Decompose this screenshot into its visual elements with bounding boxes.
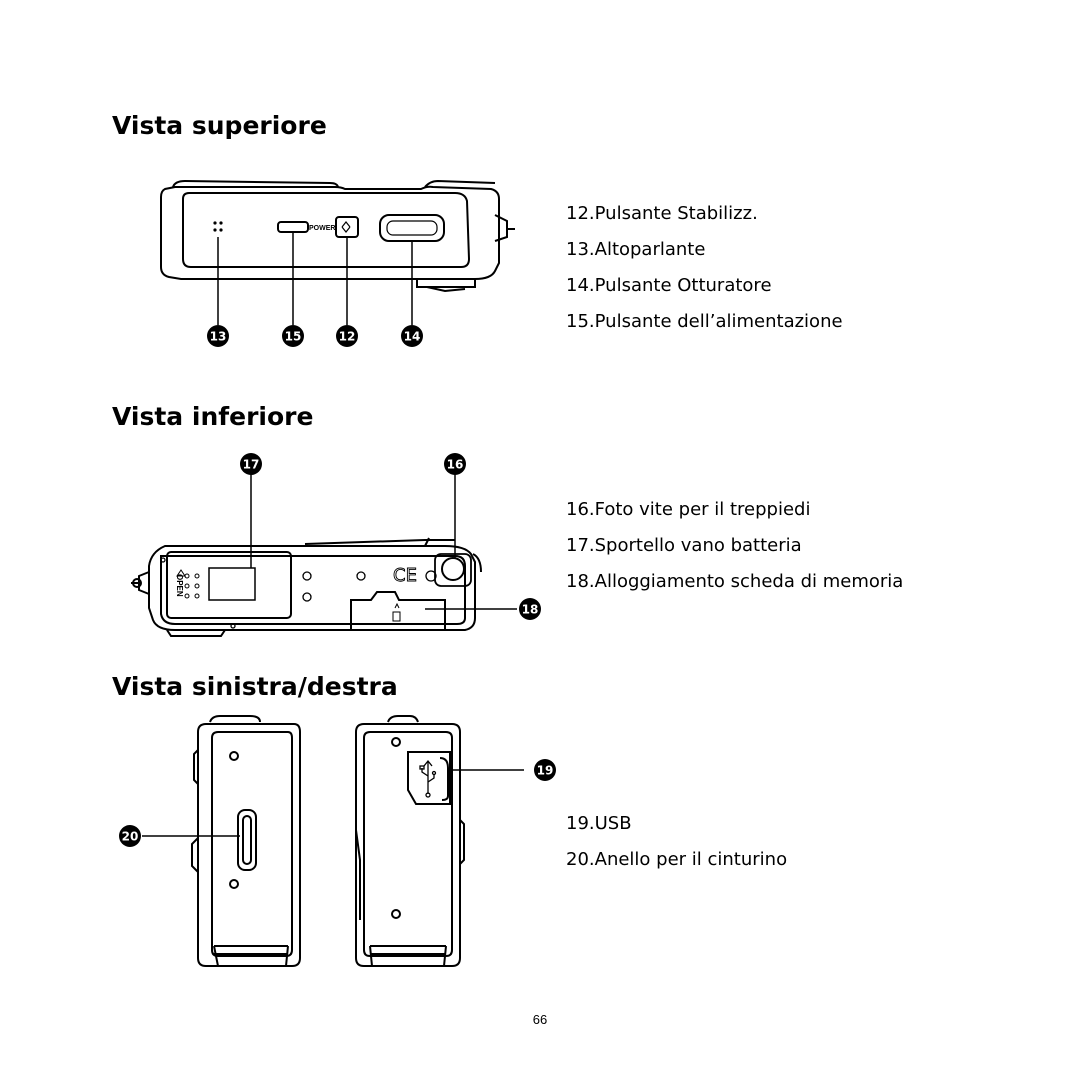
svg-text:20: 20 — [122, 830, 139, 844]
shutter-button — [379, 214, 445, 242]
power-button — [277, 221, 309, 233]
stabilizer-button — [335, 216, 359, 238]
tripod-socket — [441, 557, 465, 581]
camera-bottom-view-figure: OPEN CE 17 16 18 — [131, 453, 541, 637]
callout-18: 18 — [519, 598, 541, 620]
bottom-view-legend: 16.Foto vite per il treppiedi 17.Sportel… — [566, 492, 903, 600]
callout-13: 13 — [207, 325, 229, 347]
top-view-legend: 12.Pulsante Stabilizz. 13.Altoparlante 1… — [566, 196, 843, 340]
callout-17: 17 — [240, 453, 262, 475]
svg-text:17: 17 — [243, 458, 260, 472]
callout-14: 14 — [401, 325, 423, 347]
legend-item: 16.Foto vite per il treppiedi — [566, 499, 811, 520]
callout-20: 20 — [119, 825, 141, 847]
svg-text:16: 16 — [447, 458, 464, 472]
svg-text:14: 14 — [404, 330, 421, 344]
tripod-socket-frame — [434, 553, 472, 587]
usb-icon — [419, 759, 437, 798]
legend-item: 14.Pulsante Otturatore — [566, 275, 772, 296]
memory-card-door — [350, 591, 446, 630]
svg-text:12: 12 — [339, 330, 356, 344]
camera-side-views-figure: 19 20 — [119, 715, 556, 967]
legend-item: 13.Altoparlante — [566, 239, 706, 260]
legend-item: 19.USB — [566, 813, 632, 834]
legend-item: 17.Sportello vano batteria — [566, 535, 802, 556]
ce-mark: CE — [393, 565, 417, 586]
callout-12: 12 — [336, 325, 358, 347]
right-side-view — [355, 715, 465, 967]
svg-text:18: 18 — [522, 603, 539, 617]
open-label: OPEN — [175, 574, 184, 597]
legend-item: 12.Pulsante Stabilizz. — [566, 203, 758, 224]
legend-item: 20.Anello per il cinturino — [566, 849, 788, 870]
callout-19: 19 — [534, 759, 556, 781]
usb-port-cover — [407, 751, 451, 805]
svg-text:15: 15 — [285, 330, 302, 344]
page-number: 66 — [532, 1012, 548, 1027]
speaker-dots — [213, 221, 223, 232]
callout-15: 15 — [282, 325, 304, 347]
svg-text:13: 13 — [210, 330, 227, 344]
camera-top-view-figure: POWER 13 15 12 14 — [160, 179, 515, 347]
section-title-bottom-view: Vista inferiore — [112, 402, 314, 431]
section-title-top-view: Vista superiore — [112, 111, 327, 140]
legend-item: 15.Pulsante dell’alimentazione — [566, 311, 843, 332]
callout-16: 16 — [444, 453, 466, 475]
power-label: POWER — [309, 225, 335, 232]
battery-door — [166, 551, 292, 619]
side-view-legend: 19.USB 20.Anello per il cinturino — [566, 806, 787, 878]
left-side-view — [191, 715, 301, 967]
legend-item: 18.Alloggiamento scheda di memoria — [566, 571, 904, 592]
section-title-side-view: Vista sinistra/destra — [112, 672, 398, 701]
svg-text:19: 19 — [537, 764, 554, 778]
